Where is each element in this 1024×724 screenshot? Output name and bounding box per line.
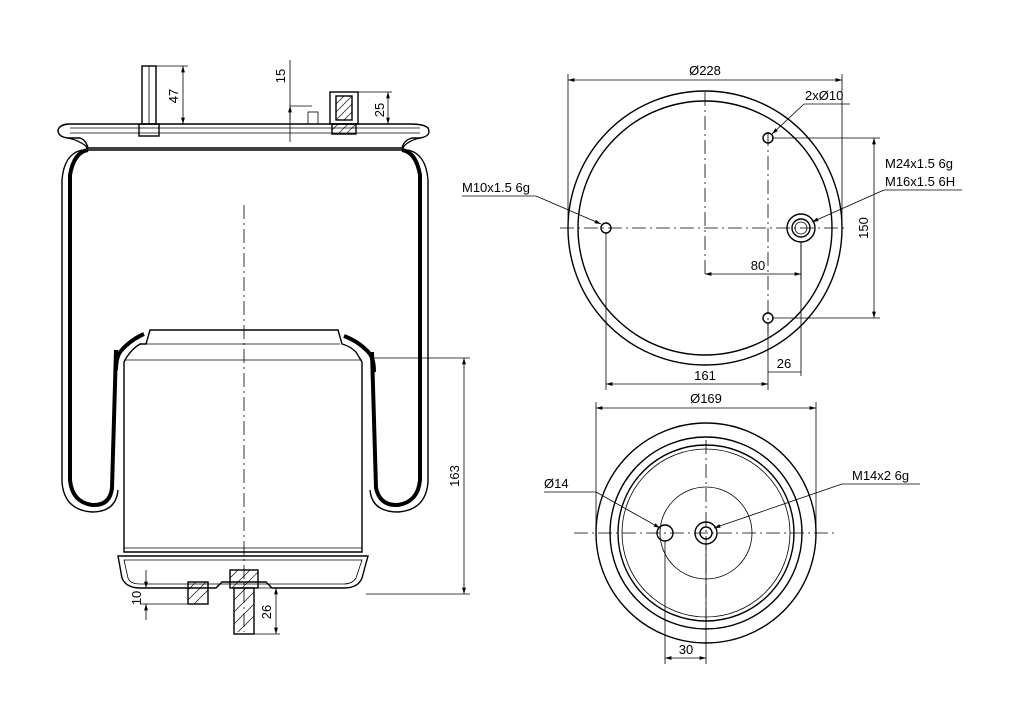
- dim-10-label: 10: [129, 591, 144, 605]
- piston: [114, 329, 376, 589]
- dim-150-label: 150: [856, 217, 871, 239]
- bellows: [61, 148, 429, 513]
- dim-26-top-label: 26: [777, 356, 791, 371]
- dim-diameter-169: Ø169: [690, 391, 722, 406]
- dim-inlet-offset: 15: [273, 60, 312, 142]
- dim-stud-height: 47: [156, 65, 188, 125]
- dim-25-label: 25: [372, 103, 387, 117]
- bottom-plate-view: Ø169 Ø14 M14x2 6g 30: [544, 391, 920, 664]
- top-stud: [138, 65, 160, 137]
- dim-small-hole-label: Ø14: [544, 476, 569, 491]
- dim-47-label: 47: [166, 89, 181, 103]
- side-view: 47 15 25 163 10: [57, 60, 470, 635]
- top-main-port-inner: [791, 218, 811, 238]
- dim-30-label: 30: [679, 642, 693, 657]
- dim-holes-label: 2xØ10: [805, 88, 843, 103]
- thread-m16-label: M16x1.5 6H: [885, 174, 955, 189]
- dim-diameter-228: Ø228: [689, 63, 721, 78]
- dim-161-label: 161: [694, 368, 716, 383]
- top-plate: [57, 123, 430, 151]
- thread-m10-label: M10x1.5 6g: [462, 180, 530, 195]
- dim-fitting-height: 25: [358, 91, 392, 125]
- thread-m24-label: M24x1.5 6g: [885, 156, 953, 171]
- thread-m14-label: M14x2 6g: [852, 468, 909, 483]
- top-plate-view: Ø228 2xØ10 M24x1.5 6g M16x1.5 6H M10x1.5…: [462, 63, 962, 390]
- bottom-stud: [187, 569, 259, 635]
- dim-163-label: 163: [447, 465, 462, 487]
- dim-overall-height: 163: [366, 357, 470, 595]
- dim-15-label: 15: [273, 69, 288, 83]
- dim-26-bottom-label: 26: [259, 605, 274, 619]
- dim-bottom-nut: 10: [129, 570, 188, 620]
- dim-80-label: 80: [751, 258, 765, 273]
- dim-bottom-stud: 26: [254, 587, 280, 635]
- air-fitting: [307, 91, 359, 135]
